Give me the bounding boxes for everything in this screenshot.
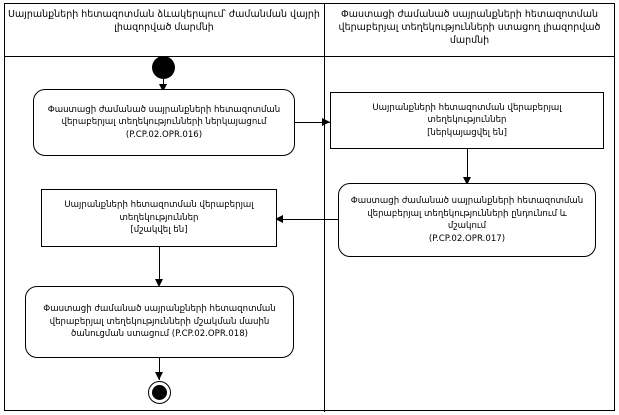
flow-start-to-n1-arrowhead — [159, 84, 167, 92]
flow-n5-to-end — [159, 358, 160, 380]
activity-node-1-label: Փաստացի ժամանած սայրանքների հետազոտման վ… — [47, 104, 281, 140]
lane-header-divider-right — [324, 56, 615, 57]
start-node — [152, 56, 175, 79]
flow-n4-to-n5 — [159, 247, 160, 285]
activity-node-3-label: Փաստացի ժամանած սայրանքների հետազոտման վ… — [350, 196, 584, 244]
flow-n5-to-end-arrowhead — [155, 372, 163, 380]
activity-node-5[interactable]: Փաստացի ժամանած սայրանքների հետազոտման վ… — [25, 286, 294, 358]
flow-n4-to-n5-arrowhead — [155, 279, 163, 287]
diagram-outer-frame — [4, 3, 615, 411]
flow-n3-to-n4-arrowhead — [275, 215, 283, 223]
activity-node-5-label: Փաստացի ժամանած սայրանքների հետազոտման վ… — [43, 304, 276, 340]
lane-title-right: Փաստացի ժամանած սայրանքների հետազոտման վ… — [338, 9, 601, 46]
lane-divider — [324, 3, 325, 412]
flow-n1-to-n2-arrowhead — [322, 118, 330, 126]
activity-node-1[interactable]: Փաստացի ժամանած սայրանքների հետազոտման վ… — [33, 89, 295, 156]
lane-title-left: Սայրանքների հետազոտման ձևակերպում՝ ժաման… — [8, 9, 320, 33]
object-node-4-label: Սայրանքների հետազոտման վերաբերյալ տեղեկո… — [64, 200, 254, 236]
flow-n2-to-n3-arrowhead — [463, 177, 471, 185]
flow-n1-to-n2 — [295, 122, 330, 123]
object-node-2[interactable]: Սայրանքների հետազոտման վերաբերյալ տեղեկո… — [330, 92, 604, 149]
object-node-4[interactable]: Սայրանքների հետազոտման վերաբերյալ տեղեկո… — [41, 189, 277, 247]
activity-node-3[interactable]: Փաստացի ժամանած սայրանքների հետազոտման վ… — [338, 183, 596, 257]
end-node-core — [152, 385, 167, 400]
object-node-2-label: Սայրանքների հետազոտման վերաբերյալ տեղեկո… — [372, 102, 562, 138]
flow-n2-to-n3 — [467, 149, 468, 182]
flow-n3-to-n4 — [277, 219, 338, 220]
